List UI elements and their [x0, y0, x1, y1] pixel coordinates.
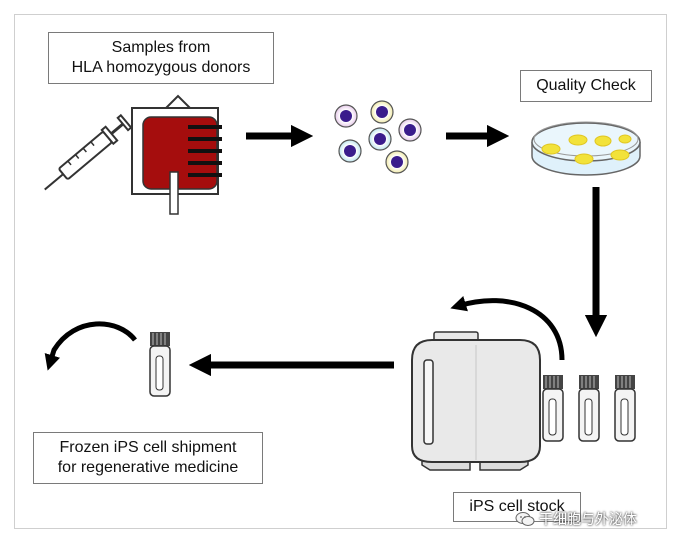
wechat-icon — [515, 512, 535, 526]
shipment-label-line2: for regenerative medicine — [57, 459, 239, 476]
quality-check-text: Quality Check — [536, 77, 636, 94]
cell-icon — [370, 100, 394, 124]
cell-icon — [338, 139, 362, 163]
vial-icon — [578, 375, 600, 442]
cell-icon — [334, 104, 358, 128]
cell-icon — [385, 150, 409, 174]
quality-check-label: Quality Check — [520, 70, 652, 102]
watermark: 干细胞与外泌体 — [515, 508, 637, 530]
shipment-label-line1: Frozen iPS cell shipment — [59, 439, 237, 456]
cell-icon — [368, 127, 392, 151]
donors-label-line2: HLA homozygous donors — [71, 59, 251, 76]
vial-icon — [614, 375, 636, 442]
vial-icon — [542, 375, 564, 442]
cell-icon — [398, 118, 422, 142]
shipment-vial-icon — [149, 332, 171, 397]
diagram-frame — [14, 14, 667, 529]
stock-label: iPS cell stock — [453, 492, 581, 522]
freezer-tank-icon — [411, 331, 541, 471]
cells-cluster — [334, 100, 422, 174]
curved-arrow-shipment — [44, 321, 137, 371]
shipment-label: Frozen iPS cell shipment for regenerativ… — [33, 432, 263, 484]
syringe-icon — [44, 113, 133, 191]
blood-bag-icon — [131, 94, 222, 215]
petri-dish-icon — [531, 121, 641, 176]
donors-label: Samples from HLA homozygous donors — [48, 32, 274, 84]
donors-label-line1: Samples from — [111, 39, 211, 56]
curved-arrow-stock — [450, 296, 565, 361]
stock-label-text: iPS cell stock — [469, 498, 565, 515]
watermark-text: 干细胞与外泌体 — [539, 511, 637, 527]
